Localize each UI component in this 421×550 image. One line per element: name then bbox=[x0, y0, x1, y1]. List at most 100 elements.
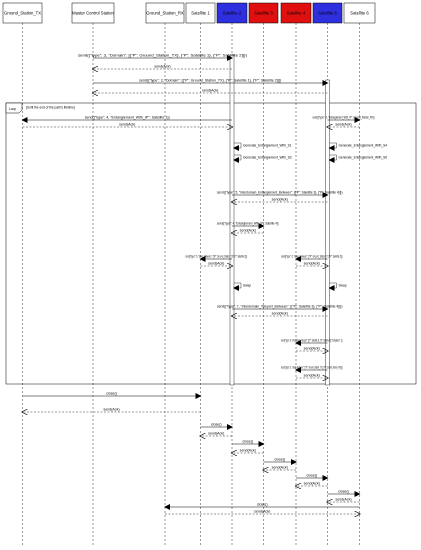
message-label: send(Ack) bbox=[254, 510, 270, 514]
call-message: close() bbox=[232, 440, 265, 447]
message-label: send(Ack) bbox=[272, 198, 288, 202]
reply-message: send(Ack) bbox=[165, 510, 360, 515]
message-label: send({"type": 7, "Interdomain_Teleport_B… bbox=[217, 305, 343, 309]
message-label: send(Ack) bbox=[103, 408, 119, 412]
call-message: send({"type": 4, "Entanglement_With_IP":… bbox=[313, 116, 375, 123]
message-label: send(Ack) bbox=[272, 466, 288, 470]
participant-label: Satellite 1 bbox=[191, 11, 210, 16]
reply-message: send(Ack) bbox=[264, 466, 296, 471]
self-message: Generate_Entanglement_With_S6 bbox=[328, 154, 388, 163]
reply-message: send(Ack) bbox=[200, 262, 233, 267]
message-label: send(Ack) bbox=[304, 374, 320, 378]
message-label: send(Ack) bbox=[272, 312, 288, 316]
message-label: Generate_Entanglement_With_S1 bbox=[243, 144, 292, 148]
participant-row: Ground_Station_TX Master Control Station… bbox=[2, 2, 376, 24]
message-label: send({"type": 5, "Interdomain_Entangleme… bbox=[217, 191, 343, 195]
participant-label: Satellite 3 bbox=[254, 11, 273, 16]
call-message: send({"type": 6, "Swap_Between": ["IP": … bbox=[281, 255, 343, 262]
call-message: close() bbox=[296, 474, 329, 481]
messages: send({"type": 3, "Domain": [{"P": Ground… bbox=[21, 54, 388, 515]
call-message: send({"type": 6, "Swap_Between": ["IP": … bbox=[186, 255, 248, 262]
message-label: send({"type": 8, "Interdomain_Teleport":… bbox=[281, 339, 343, 343]
self-message: Swap bbox=[328, 282, 347, 291]
message-label: send({"type": 4, "Entanglement_With_IP":… bbox=[313, 116, 375, 120]
message-label: send({"type": 6, "Swap_Between": ["IP": … bbox=[186, 255, 248, 259]
message-label: send(Ack) bbox=[240, 229, 256, 233]
reply-message: send(Ack) bbox=[296, 374, 328, 379]
lifelines bbox=[22, 23, 360, 546]
reply-message: send(Ack) bbox=[296, 482, 328, 487]
message-label: send({"type": 6, "Swap_Between": [{"P": … bbox=[281, 366, 343, 370]
message-label: send(Ack) bbox=[335, 498, 351, 502]
message-label: close() bbox=[306, 474, 317, 478]
call-message: send({"type": 6, "Swap_Between": [{"P": … bbox=[281, 366, 343, 373]
reply-message: send(Ack) bbox=[296, 347, 328, 352]
participant-label: Satellite 6 bbox=[350, 11, 369, 16]
call-message: send({"type": 4, "Entanglement_With_IP":… bbox=[21, 116, 232, 123]
participant-satellite-4: Satellite 4 bbox=[280, 2, 312, 24]
call-message: close() bbox=[164, 503, 360, 510]
call-message: close() bbox=[200, 423, 233, 430]
message-arrow bbox=[233, 142, 242, 151]
reply-message: send(Ack) bbox=[232, 229, 264, 234]
reply-message: send(Ack) bbox=[296, 262, 328, 267]
participant-satellite-3: Satellite 3 bbox=[248, 2, 279, 24]
loop-condition: [Until the end of the path's lifetime] bbox=[26, 106, 75, 110]
activation-bar-satellite-2 bbox=[229, 54, 235, 386]
message-label: send(Ack) bbox=[335, 123, 351, 127]
message-label: close() bbox=[338, 490, 349, 494]
loop-tag: Loop bbox=[9, 107, 16, 111]
self-message: Generate_Entanglement_With_S1 bbox=[233, 142, 292, 151]
self-message: Generate_Entanglement_With_S4 bbox=[328, 142, 388, 151]
message-label: send(Ack) bbox=[240, 449, 256, 453]
participant-label: Satellite 4 bbox=[287, 11, 306, 16]
message-label: send({"type": 3, "Domain": [{"P": Ground… bbox=[78, 54, 247, 58]
message-label: Swap bbox=[339, 284, 347, 288]
self-message: Swap bbox=[233, 282, 251, 291]
reply-message: send(Ack) bbox=[23, 408, 201, 413]
call-message: send({"type": 3, "Domain": [{"P": Ground… bbox=[78, 54, 247, 61]
reply-message: send(Ack) bbox=[328, 498, 360, 503]
message-label: send(Ack) bbox=[119, 123, 135, 127]
participant-label: Satellite 2 bbox=[223, 11, 242, 16]
participant-ground-station-tx: Ground_Station_TX bbox=[2, 2, 43, 24]
message-arrow bbox=[328, 154, 337, 163]
message-label: close() bbox=[242, 440, 253, 444]
participant-ground-station-rx: Ground_Station_RX bbox=[145, 2, 185, 24]
loop-tag-box bbox=[5, 102, 23, 114]
message-arrow bbox=[328, 142, 337, 151]
message-label: Generate_Entanglement_With_S3 bbox=[243, 156, 292, 160]
message-label: close() bbox=[274, 458, 285, 462]
participant-label: Master Control Station bbox=[72, 11, 114, 16]
message-arrow bbox=[328, 282, 337, 291]
reply-message: send(Ack) bbox=[232, 449, 264, 454]
message-label: close() bbox=[257, 503, 268, 507]
participant-label: Ground_Station_RX bbox=[146, 11, 184, 16]
participant-satellite-5: Satellite 5 bbox=[312, 2, 343, 24]
call-message: send({"type": 7, "Interdomain_Teleport_B… bbox=[217, 305, 343, 312]
call-message: close() bbox=[327, 490, 361, 497]
message-arrow bbox=[233, 154, 242, 163]
message-label: Swap bbox=[243, 284, 251, 288]
participant-satellite-2: Satellite 2 bbox=[216, 2, 248, 24]
message-label: send(Ack) bbox=[202, 89, 218, 93]
reply-message: send(Ack) bbox=[22, 123, 233, 128]
call-message: send({"type": 5, "Interdomain_Entangleme… bbox=[217, 191, 343, 198]
reply-message: send(Ack) bbox=[328, 123, 360, 128]
message-label: send({"type": 4, "Entanglement_With_IP":… bbox=[85, 116, 170, 120]
message-label: send(Ack) bbox=[304, 482, 320, 486]
message-label: Generate_Entanglement_With_S4 bbox=[339, 144, 388, 148]
message-label: Generate_Entanglement_With_S6 bbox=[339, 156, 388, 160]
message-label: send({"type": 4, "Entanglement_With_IP":… bbox=[217, 222, 279, 226]
reply-message: send(Ack) bbox=[201, 432, 232, 437]
reply-message: send(Ack) bbox=[232, 198, 328, 203]
call-message: send({"type": 3, "Domain": [{"P": Ground… bbox=[93, 79, 329, 86]
loop-fragment: Loop [Until the end of the path's lifeti… bbox=[5, 102, 417, 385]
message-label: send({"type": 3, "Domain": [{"P": Ground… bbox=[139, 79, 281, 83]
message-label: send(Ack) bbox=[304, 262, 320, 266]
message-label: send(Ack) bbox=[208, 262, 224, 266]
message-label: close() bbox=[106, 392, 117, 396]
reply-message: send(Ack) bbox=[93, 89, 328, 94]
participant-satellite-6: Satellite 6 bbox=[343, 2, 376, 24]
